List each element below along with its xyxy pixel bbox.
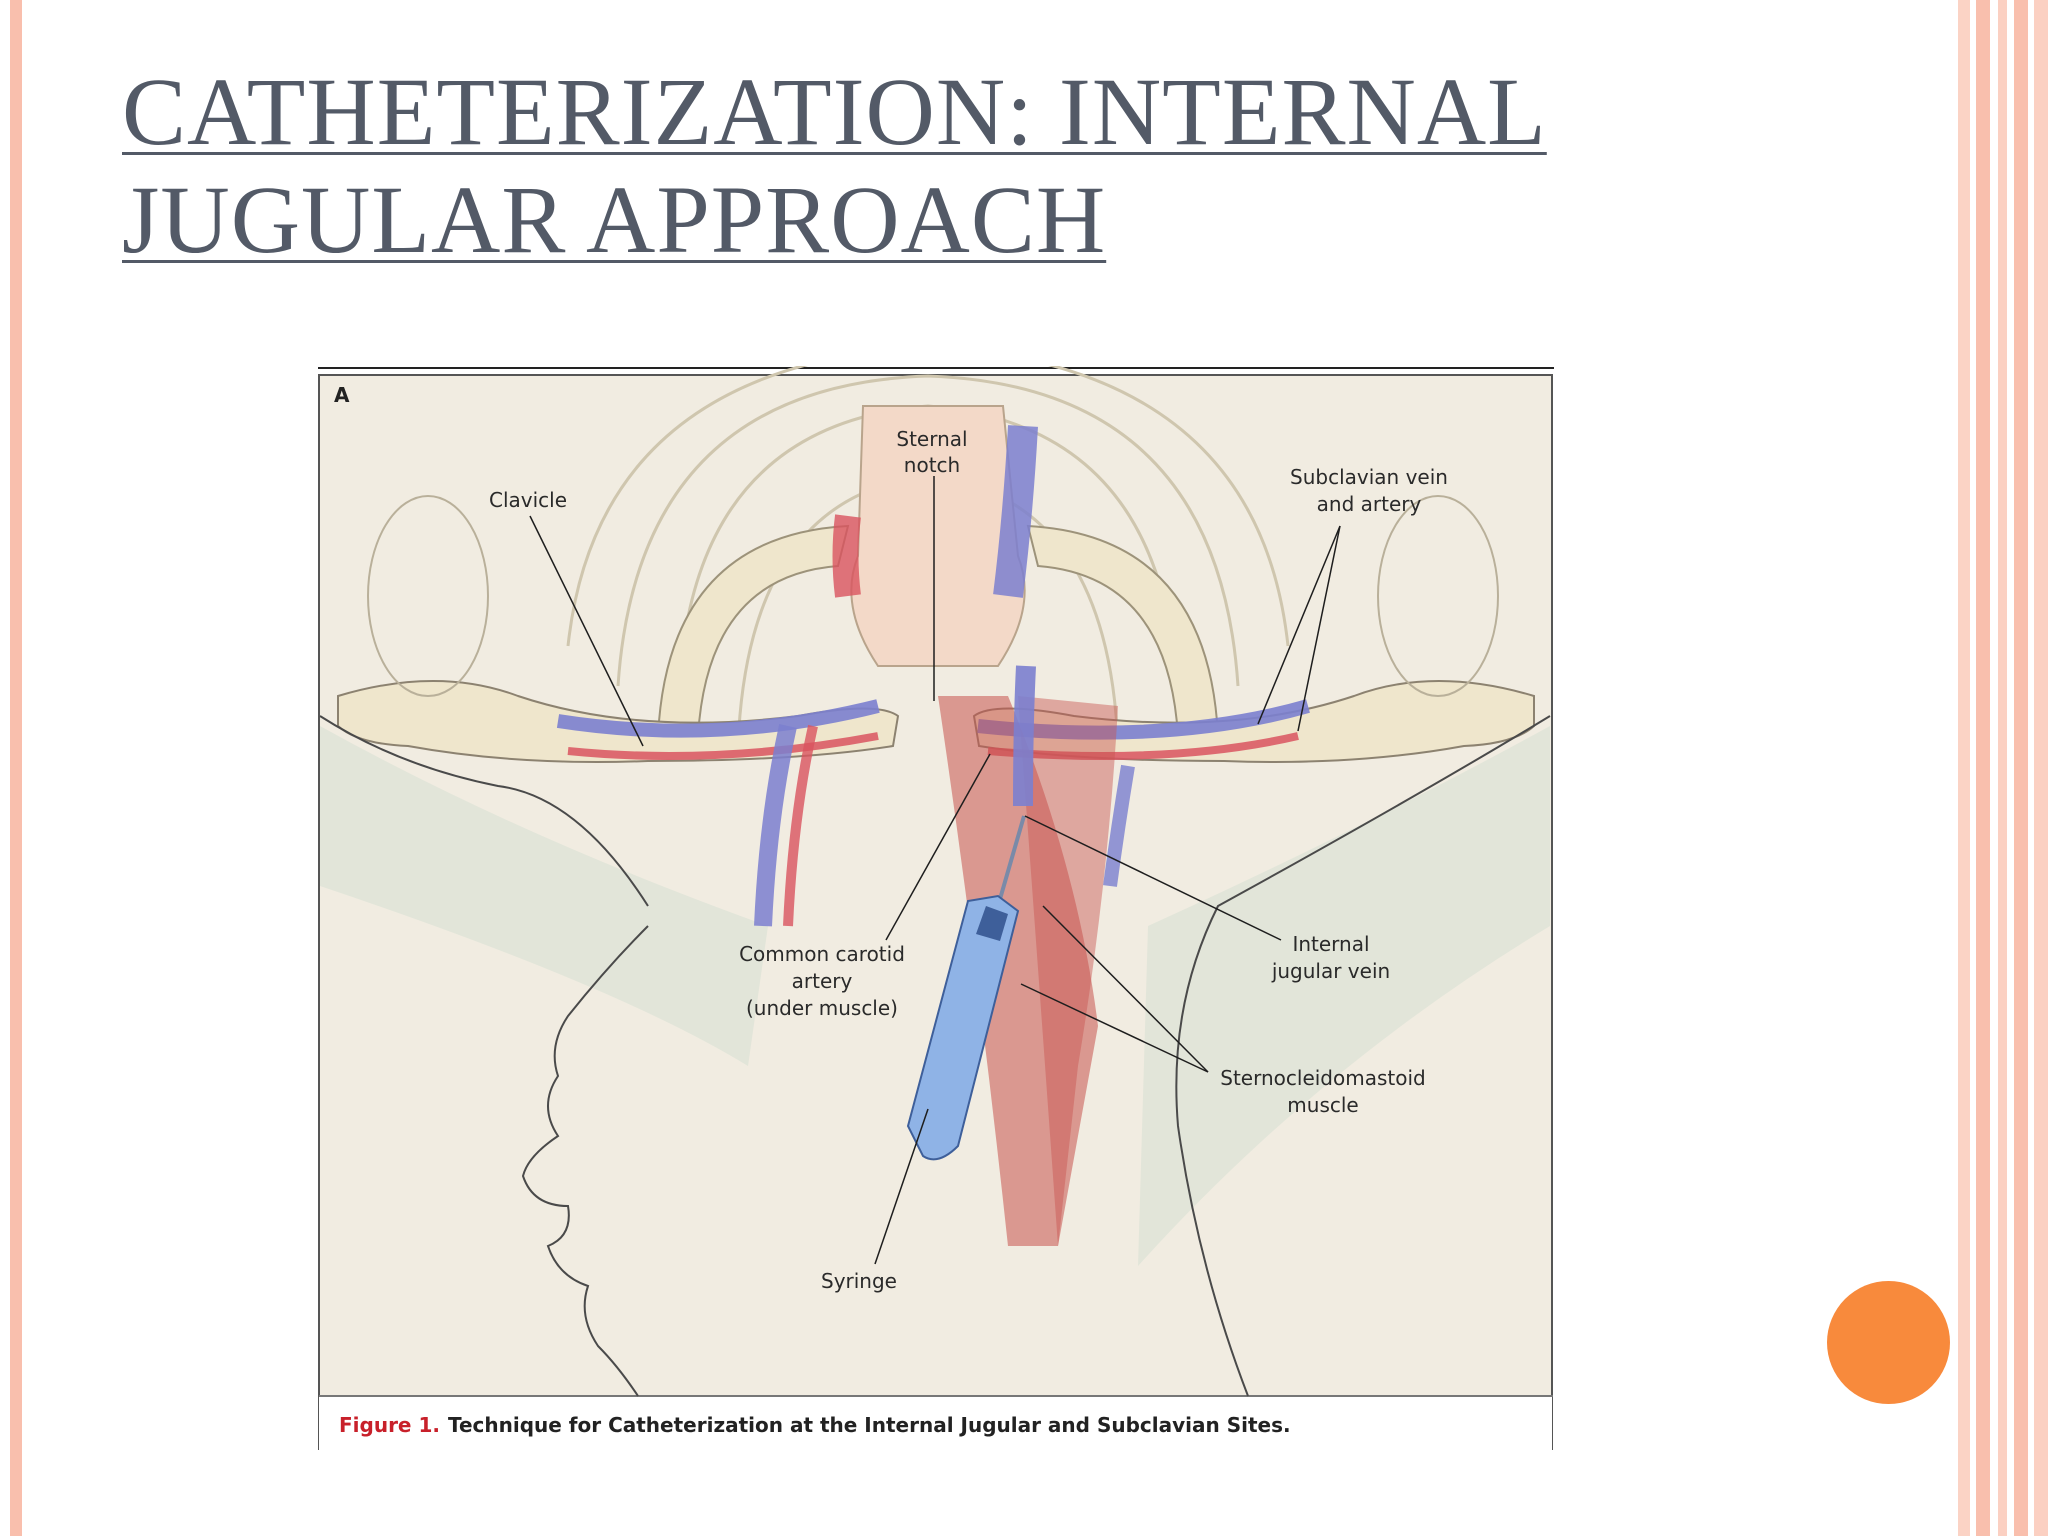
superior-vena-cava [993,425,1038,598]
anatomy-figure: A Sternal notch Clavicle Subclavian vein… [318,344,1554,1451]
left-border-stripe [10,0,22,1536]
label-carotid-3: (under muscle) [746,996,898,1020]
leader-lines [529,476,1341,1265]
right-border-stripe-1 [1958,0,1970,1536]
right-border-stripe-3 [1998,0,2007,1536]
sternocleidomastoid-clavicular-head [1018,696,1118,1246]
label-scm-2: muscle [1287,1093,1358,1117]
subclavian-artery-left [567,732,879,760]
neck-outline-left [319,715,649,907]
jugular-vein-left [754,724,797,927]
right-border-stripe-5 [2034,0,2048,1536]
aortic-arch-branch [832,514,861,598]
panel-letter: A [334,383,350,407]
label-internal-jugular-2: jugular vein [1271,959,1390,983]
external-jugular-vein [1103,764,1135,887]
label-syringe: Syringe [821,1269,897,1293]
slide-title: CATHETERIZATION: INTERNAL JUGULAR APPROA… [122,58,1682,274]
slide-title-line-2: JUGULAR APPROACH [122,166,1107,273]
slide-title-line-1: CATHETERIZATION: INTERNAL [122,58,1547,165]
internal-jugular-vein [1013,665,1036,807]
label-sternal-notch-2: notch [904,453,960,477]
label-internal-jugular-1: Internal [1292,932,1369,956]
label-clavicle: Clavicle [489,488,567,512]
label-carotid-2: artery [792,969,853,993]
right-border-stripe-4 [2014,0,2028,1536]
label-subclavian-1: Subclavian vein [1290,465,1448,489]
label-subclavian-2: and artery [1317,492,1422,516]
figure-caption: Figure 1. Technique for Catheterization a… [339,1413,1291,1437]
label-carotid-1: Common carotid [739,942,905,966]
neck-shade-right [1138,726,1550,1266]
label-scm-1: Sternocleidomastoid [1220,1066,1425,1090]
shoulder-outlines [367,495,1499,697]
caption-band [319,1396,1552,1450]
sternocleidomastoid-sternal-head [938,696,1098,1246]
face-profile [521,925,649,1397]
decorative-orange-circle [1827,1281,1950,1404]
caption-text: Technique for Catheterization at the Int… [448,1413,1291,1437]
anatomy-illustration: A Sternal notch Clavicle Subclavian vein… [318,344,1554,1451]
label-sternal-notch-1: Sternal [896,427,967,451]
neck-outline-right [1175,715,1551,1397]
subclavian-vein-left [556,699,880,738]
syringe-needle [906,815,1026,1161]
carotid-artery-left [783,724,818,927]
subclavian-artery-right [987,732,1299,760]
right-border-stripe-2 [1976,0,1990,1536]
neck-shade-left [320,726,768,1066]
caption-figure-number: Figure 1. [339,1413,440,1437]
